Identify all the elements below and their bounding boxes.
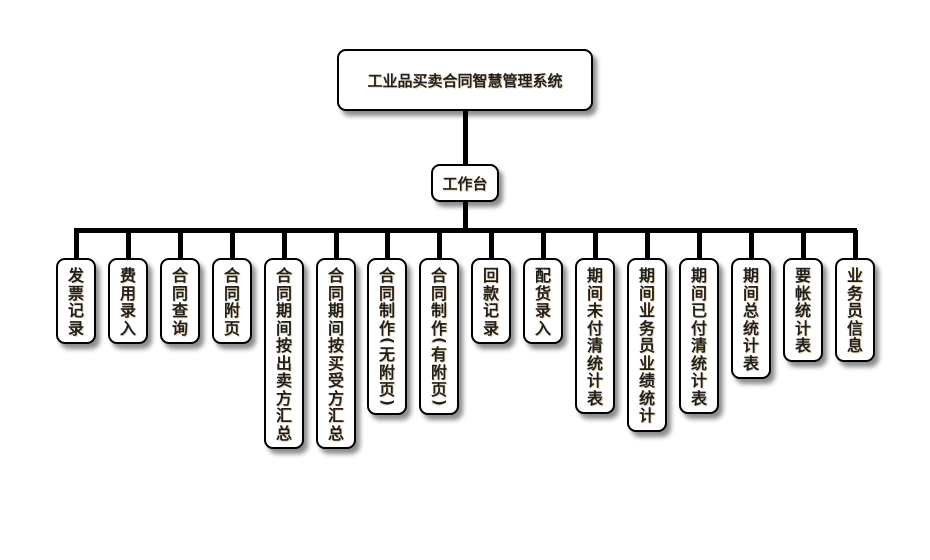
trunk-hub-to-bar — [463, 201, 468, 231]
drop-line — [230, 230, 235, 260]
child-node-label: 期间已付清统计表 — [690, 266, 707, 408]
child-node[interactable]: 发票记录 — [56, 258, 96, 344]
child-node[interactable]: 合同制作(有附页) — [419, 258, 459, 415]
child-node-label: 配货录入 — [534, 266, 551, 338]
child-node[interactable]: 合同期间按出卖方汇总 — [264, 258, 304, 449]
child-node-label: 合同制作(无附页) — [378, 266, 397, 406]
child-node-label: 业务员信息 — [846, 266, 863, 355]
trunk-root-to-hub — [463, 110, 468, 165]
drop-line — [541, 230, 546, 260]
drop-line — [801, 230, 806, 260]
child-node-label: 期间总统计表 — [742, 266, 759, 373]
drop-line — [645, 230, 650, 260]
child-node[interactable]: 期间未付清统计表 — [575, 258, 615, 414]
drop-line — [334, 230, 339, 260]
root-node-label: 工业品买卖合同智慧管理系统 — [367, 71, 563, 90]
drop-line — [489, 230, 494, 260]
child-node-label: 合同附页 — [223, 266, 240, 338]
horizontal-bus — [74, 228, 857, 233]
child-node[interactable]: 配货录入 — [523, 258, 563, 344]
drop-line — [126, 230, 131, 260]
child-node[interactable]: 期间总统计表 — [731, 258, 771, 379]
drop-line — [385, 230, 390, 260]
drop-line — [697, 230, 702, 260]
child-node[interactable]: 回款记录 — [471, 258, 511, 344]
child-node[interactable]: 合同查询 — [160, 258, 200, 344]
child-node[interactable]: 业务员信息 — [835, 258, 875, 362]
drop-line — [593, 230, 598, 260]
drop-line — [178, 230, 183, 260]
child-node-label: 合同查询 — [171, 266, 188, 338]
child-node-label: 期间业务员业绩统计 — [638, 266, 655, 425]
drop-line — [853, 230, 858, 260]
hub-node-workbench[interactable]: 工作台 — [431, 164, 499, 202]
hub-node-label: 工作台 — [442, 174, 488, 193]
child-node-label: 回款记录 — [482, 266, 499, 338]
child-node-label: 费用录入 — [119, 266, 136, 338]
child-node-label: 合同期间按出卖方汇总 — [275, 266, 292, 443]
drop-line — [749, 230, 754, 260]
drop-line — [74, 230, 79, 260]
child-node[interactable]: 合同附页 — [212, 258, 252, 344]
child-node[interactable]: 合同制作(无附页) — [367, 258, 407, 415]
child-node-label: 发票记录 — [67, 266, 84, 338]
drop-line — [282, 230, 287, 260]
child-node[interactable]: 要帐统计表 — [783, 258, 823, 362]
child-node-label: 合同制作(有附页) — [430, 266, 449, 406]
root-node[interactable]: 工业品买卖合同智慧管理系统 — [337, 49, 593, 111]
child-node-label: 要帐统计表 — [794, 266, 811, 355]
child-node[interactable]: 合同期间按买受方汇总 — [316, 258, 356, 449]
child-node[interactable]: 期间已付清统计表 — [679, 258, 719, 414]
child-node-label: 期间未付清统计表 — [586, 266, 603, 408]
child-node[interactable]: 费用录入 — [108, 258, 148, 344]
drop-line — [437, 230, 442, 260]
child-node[interactable]: 期间业务员业绩统计 — [627, 258, 667, 432]
child-node-label: 合同期间按买受方汇总 — [327, 266, 344, 443]
